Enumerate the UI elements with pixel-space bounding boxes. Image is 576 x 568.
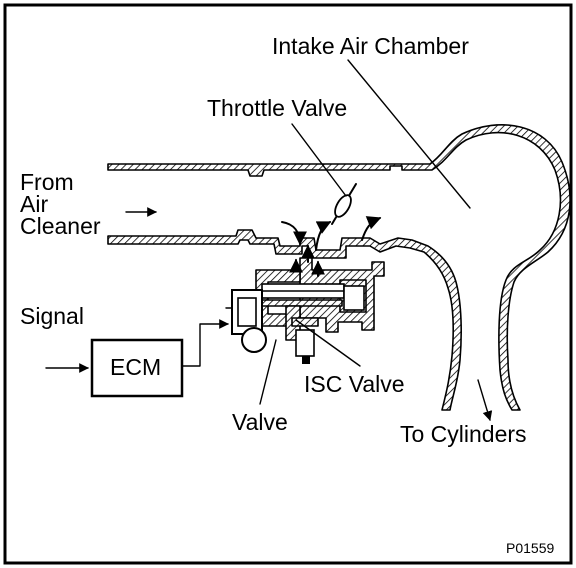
label-intake-air-chamber: Intake Air Chamber: [272, 33, 469, 59]
isc-solenoid: [225, 289, 267, 353]
label-valve: Valve: [232, 409, 288, 435]
leader-lines: [259, 59, 493, 421]
label-ecm: ECM: [110, 354, 161, 380]
label-to-cylinders: To Cylinders: [400, 421, 527, 447]
ecm-box: [90, 338, 184, 398]
ecm-output-wire: [181, 319, 229, 367]
intake-duct-lower-wall: [107, 229, 462, 411]
throttle-valve-plate: [331, 183, 357, 225]
figure-frame: [3, 3, 573, 565]
isc-valve-spool: [261, 283, 365, 364]
figure-code: P01559: [506, 540, 554, 556]
label-cleaner: Cleaner: [20, 213, 101, 239]
label-throttle-valve: Throttle Valve: [207, 95, 347, 121]
label-air: Air: [20, 191, 48, 217]
label-from: From: [20, 169, 74, 195]
label-isc-valve: ISC Valve: [304, 371, 405, 397]
intake-duct-upper-wall: [107, 124, 571, 411]
airflow-arrows: [281, 216, 382, 277]
label-signal: Signal: [20, 303, 84, 329]
